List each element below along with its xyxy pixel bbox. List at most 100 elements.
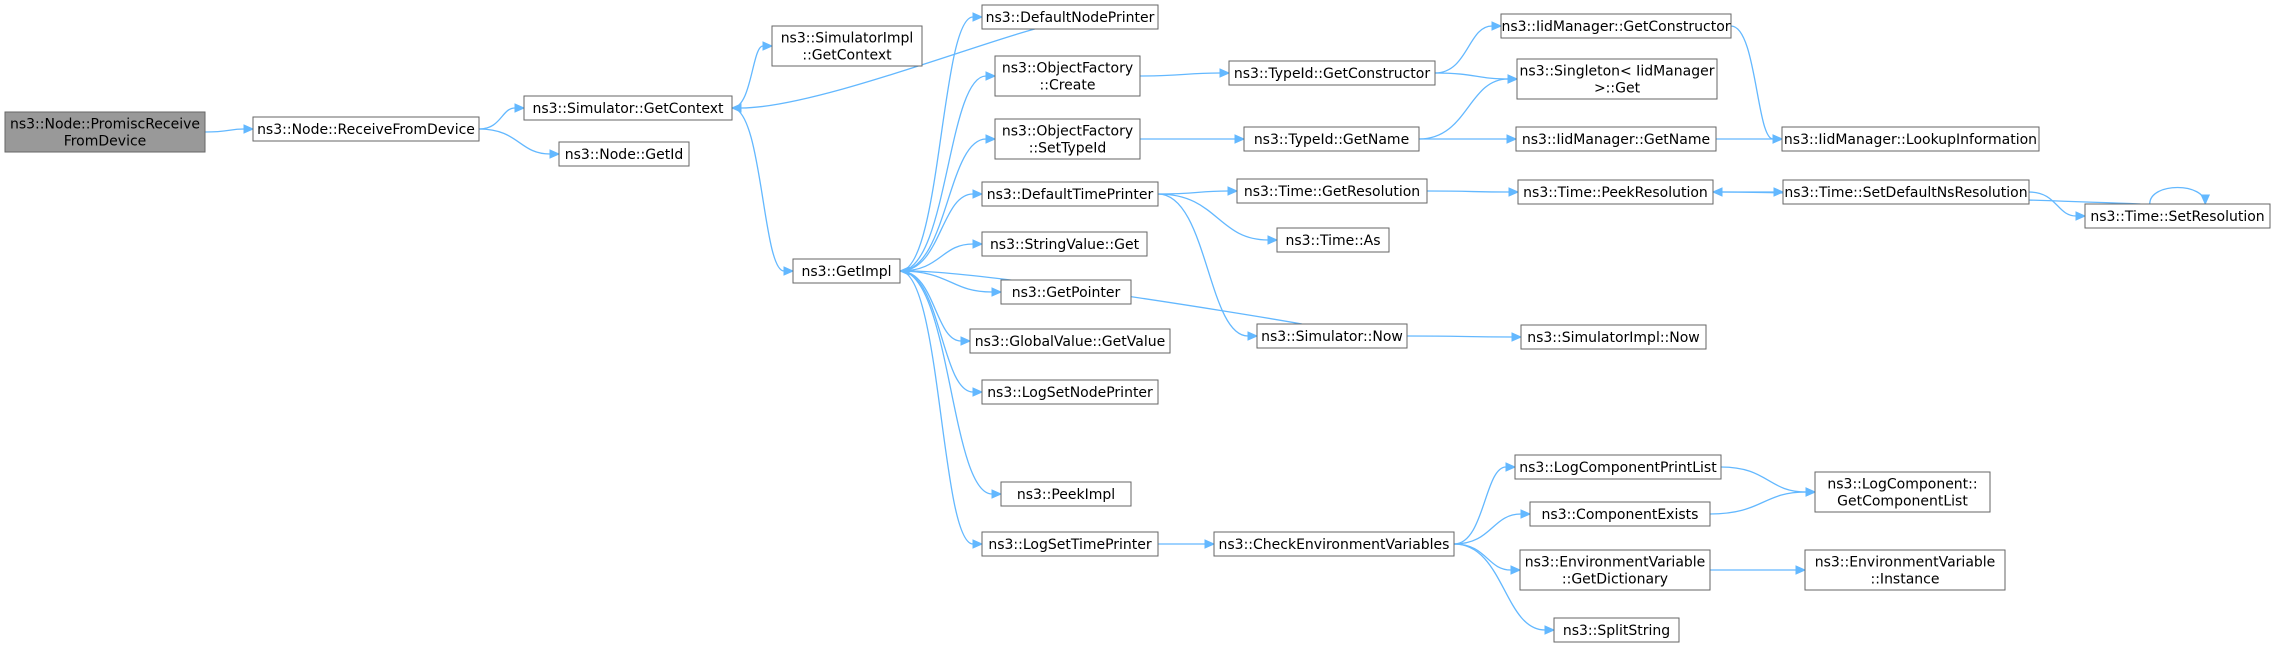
node-label: ns3::Simulator::Now: [1261, 329, 1403, 345]
graph-node-n9[interactable]: ns3::DefaultTimePrinter: [981, 181, 1159, 207]
graph-node-n32[interactable]: ns3::Time::SetDefaultNsResolution: [1782, 179, 2030, 205]
graph-node-n33[interactable]: ns3::Time::SetResolution: [2084, 203, 2271, 229]
graph-node-n4[interactable]: ns3::SimulatorImpl::GetContext: [771, 25, 923, 67]
graph-node-n5[interactable]: ns3::GetImpl: [792, 258, 901, 284]
node-box: [771, 25, 923, 67]
graph-edge-n5-n10: [899, 239, 984, 272]
node-box: [981, 531, 1159, 557]
node-box: [1519, 549, 1711, 591]
node-label: ns3::GlobalValue::GetValue: [975, 334, 1165, 350]
node-label: ns3::GetImpl: [801, 264, 891, 280]
node-box: [994, 118, 1141, 160]
graph-edge-n5-n7: [899, 71, 997, 272]
graph-edge-n5-n15: [899, 270, 984, 549]
graph-node-n7[interactable]: ns3::ObjectFactory::Create: [994, 55, 1141, 97]
node-label: ns3::IidManager::GetName: [1522, 132, 1710, 148]
node-label: ns3::Time::GetResolution: [1244, 184, 1420, 200]
graph-node-n10[interactable]: ns3::StringValue::Get: [981, 231, 1148, 257]
graph-edge-n29-n35: [1710, 565, 1807, 575]
graph-node-n1[interactable]: ns3::Node::ReceiveFromDevice: [252, 116, 480, 142]
graph-node-n35[interactable]: ns3::EnvironmentVariable::Instance: [1804, 549, 2006, 591]
node-label: ns3::LogSetTimePrinter: [988, 537, 1152, 553]
node-box: [4, 111, 206, 153]
graph-edge-n9-n20: [1157, 193, 1259, 341]
edges-layer: [204, 12, 2211, 635]
graph-node-n6[interactable]: ns3::DefaultNodePrinter: [981, 4, 1159, 30]
graph-edge-n21-n28: [1453, 509, 1532, 545]
node-box: [1782, 179, 2030, 205]
node-label: ns3::DefaultNodePrinter: [986, 10, 1155, 26]
graph-node-n2[interactable]: ns3::Simulator::GetContext: [523, 95, 733, 121]
graph-edge-n22-n31: [1730, 25, 1784, 144]
graph-node-n26[interactable]: ns3::SimulatorImpl::Now: [1520, 324, 1707, 350]
node-box: [994, 55, 1141, 97]
graph-node-n3[interactable]: ns3::Node::GetId: [558, 141, 690, 167]
node-label: ns3::ObjectFactory: [1002, 124, 1133, 140]
nodes-layer: ns3::Node::PromiscReceiveFromDevicens3::…: [4, 4, 2271, 643]
node-label: ns3::TypeId::GetName: [1254, 132, 1409, 148]
graph-edge-n15-n21: [1158, 539, 1216, 549]
graph-edge-n33-n33: [2149, 186, 2211, 206]
node-label: >::Get: [1594, 81, 1641, 97]
node-label: ::Create: [1040, 78, 1096, 94]
node-label: ns3::ComponentExists: [1542, 507, 1699, 523]
node-box: [981, 4, 1159, 30]
graph-node-n16[interactable]: ns3::TypeId::GetConstructor: [1228, 60, 1436, 86]
node-box: [1256, 323, 1408, 349]
node-box: [1243, 126, 1420, 152]
graph-node-n23[interactable]: ns3::Singleton< IidManager >::Get: [1516, 58, 1718, 100]
node-box: [1500, 13, 1732, 39]
node-label: ns3::LogSetNodePrinter: [987, 385, 1153, 401]
graph-edge-n21-n30: [1453, 543, 1556, 635]
graph-node-n12[interactable]: ns3::GlobalValue::GetValue: [969, 328, 1171, 354]
node-box: [969, 328, 1171, 354]
node-label: ns3::CheckEnvironmentVariables: [1219, 537, 1450, 553]
graph-node-n19[interactable]: ns3::Time::As: [1276, 227, 1390, 253]
graph-node-n29[interactable]: ns3::EnvironmentVariable::GetDictionary: [1519, 549, 1711, 591]
graph-node-n14[interactable]: ns3::PeekImpl: [1000, 481, 1132, 507]
node-label: ns3::Time::SetDefaultNsResolution: [1784, 185, 2027, 201]
graph-edge-n16-n22: [1434, 21, 1503, 74]
graph-node-n20[interactable]: ns3::Simulator::Now: [1256, 323, 1408, 349]
graph-node-n11[interactable]: ns3::GetPointer: [1000, 279, 1132, 305]
graph-node-n25[interactable]: ns3::Time::PeekResolution: [1517, 179, 1714, 205]
node-label: ns3::SimulatorImpl: [781, 31, 914, 47]
node-box: [1236, 178, 1428, 204]
graph-edge-n5-n6: [899, 12, 984, 272]
node-box: [1000, 279, 1132, 305]
graph-node-n18[interactable]: ns3::Time::GetResolution: [1236, 178, 1428, 204]
graph-node-n27[interactable]: ns3::LogComponentPrintList: [1514, 454, 1722, 480]
node-label: ns3::LogComponentPrintList: [1519, 460, 1717, 476]
graph-edge-n1-n2: [478, 103, 526, 130]
graph-node-n28[interactable]: ns3::ComponentExists: [1529, 501, 1711, 527]
graph-node-n30[interactable]: ns3::SplitString: [1553, 617, 1680, 643]
node-box: [1814, 471, 1991, 513]
node-box: [1529, 501, 1711, 527]
graph-edge-n5-n8: [899, 134, 997, 272]
graph-node-n21[interactable]: ns3::CheckEnvironmentVariables: [1213, 531, 1455, 557]
node-label: ::GetContext: [802, 48, 892, 64]
graph-node-n34[interactable]: ns3::LogComponent::GetComponentList: [1814, 471, 1991, 513]
node-label: ns3::DefaultTimePrinter: [987, 187, 1154, 203]
node-label: GetComponentList: [1837, 494, 1968, 510]
graph-node-n31[interactable]: ns3::IidManager::LookupInformation: [1781, 126, 2040, 152]
graph-node-n13[interactable]: ns3::LogSetNodePrinter: [981, 379, 1159, 405]
node-label: ns3::Singleton< IidManager: [1520, 64, 1715, 80]
graph-node-n24[interactable]: ns3::IidManager::GetName: [1515, 126, 1717, 152]
graph-node-n22[interactable]: ns3::IidManager::GetConstructor: [1500, 13, 1732, 39]
node-label: ns3::Node::ReceiveFromDevice: [257, 122, 475, 138]
graph-node-n17[interactable]: ns3::TypeId::GetName: [1243, 126, 1420, 152]
graph-node-n15[interactable]: ns3::LogSetTimePrinter: [981, 531, 1159, 557]
node-label: ns3::PeekImpl: [1017, 487, 1115, 503]
graph-node-n8[interactable]: ns3::ObjectFactory::SetTypeId: [994, 118, 1141, 160]
node-box: [2084, 203, 2271, 229]
graph-edge-n9-n19: [1157, 193, 1279, 245]
node-label: ns3::EnvironmentVariable: [1525, 555, 1706, 571]
node-box: [1517, 179, 1714, 205]
graph-edge-n5-n12: [899, 270, 972, 346]
graph-edge-n20-n26: [1406, 332, 1523, 342]
node-label: ns3::SimulatorImpl::Now: [1527, 330, 1700, 346]
graph-edge-n6-n2: [730, 28, 1035, 113]
